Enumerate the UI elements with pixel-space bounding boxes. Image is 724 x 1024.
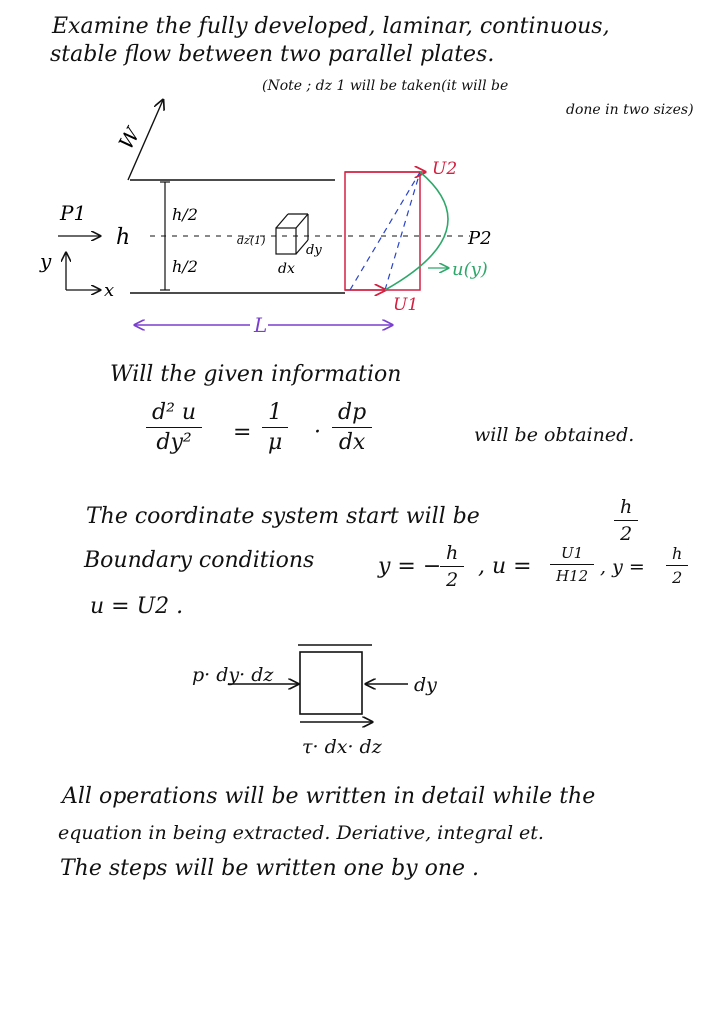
bc1-numerator: h <box>446 542 459 564</box>
will-be-obtained: will be obtained. <box>474 424 635 446</box>
given-line: Will the given information <box>110 362 402 387</box>
bc2-numerator: h <box>672 544 683 563</box>
shear-label: τ· dx· dz <box>302 736 382 758</box>
y-equals: y = − <box>378 554 442 579</box>
rhs-fraction: dp dx <box>332 400 373 455</box>
p1-label: P1 <box>59 201 86 225</box>
mid-numerator: 1 <box>268 400 283 425</box>
bc-fraction-1: h 2 <box>440 542 465 591</box>
profile-line-2 <box>384 171 421 291</box>
mid-fraction: 1 μ <box>262 400 289 455</box>
equals-sign: = <box>233 420 252 445</box>
intro-line-1: Examine the fully developed, laminar, co… <box>52 14 610 39</box>
l-label: L <box>253 313 267 337</box>
start-numerator: h <box>620 496 633 518</box>
pressure-label: p· dy· dz <box>192 664 274 686</box>
element-square <box>299 651 363 715</box>
u-equals: , u = <box>478 554 532 579</box>
rhs-denominator: dx <box>338 430 366 455</box>
uy-label: u(y) <box>452 259 488 280</box>
w-label: W <box>114 122 146 153</box>
note-line-2: done in two sizes) <box>566 102 694 118</box>
h2-top-label: h/2 <box>172 205 198 224</box>
lhs-denominator: dy² <box>156 430 192 455</box>
coords-line-1: The coordinate system start will be <box>86 504 480 529</box>
w-arrow <box>127 100 163 181</box>
intro-line-2: stable flow between two parallel plates. <box>50 42 495 67</box>
u-equals-u2: u = U2 . <box>90 594 184 619</box>
x-axis-label: x <box>104 280 114 301</box>
u1-denominator: H12 <box>556 567 589 585</box>
closing-line-2: equation in being extracted. Deriative, … <box>58 822 544 844</box>
bc-fraction-2: h 2 <box>666 544 689 587</box>
note-line-1: (Note ; dz 1 will be taken(it will be <box>262 78 509 94</box>
parabolic-profile <box>384 171 449 291</box>
bc1-denominator: 2 <box>446 569 459 591</box>
lhs-numerator: d² u <box>152 400 197 425</box>
y-axis-label: y <box>39 249 52 273</box>
dz-label: dz(1) <box>237 234 265 247</box>
boundary-conditions-label: Boundary conditions <box>84 548 315 573</box>
u1-numerator: U1 <box>560 544 584 562</box>
dy-label: dy <box>306 243 322 258</box>
right-dy-label: dy <box>414 674 437 696</box>
u1-label: U1 <box>393 295 418 315</box>
y2-equals: , y = <box>600 556 645 578</box>
mid-denominator: μ <box>268 430 283 455</box>
parallel-plates-diagram: W h/2 h/2 P1 h y x dz(1) dy dx U2 U1 u(y… <box>39 0 492 337</box>
closing-line-1: All operations will be written in detail… <box>62 784 596 809</box>
rhs-numerator: dp <box>338 400 367 425</box>
start-fraction: h 2 <box>614 496 639 545</box>
bc2-denominator: 2 <box>672 568 683 587</box>
velocity-profile-box <box>344 171 421 291</box>
u2-label: U2 <box>432 159 457 179</box>
p2-label: P2 <box>467 228 492 249</box>
linear-profile-line <box>349 171 421 291</box>
closing-line-3: The steps will be written one by one . <box>60 856 479 881</box>
dot-sign: · <box>314 420 321 445</box>
start-denominator: 2 <box>620 523 633 545</box>
h2-bottom-label: h/2 <box>172 257 198 276</box>
fluid-element <box>275 213 309 255</box>
h-label: h <box>116 225 130 250</box>
lhs-fraction: d² u dy² <box>146 400 203 455</box>
dx-label: dx <box>278 261 295 277</box>
u1-fraction: U1 H12 <box>550 544 595 585</box>
element-force-diagram <box>228 644 408 770</box>
